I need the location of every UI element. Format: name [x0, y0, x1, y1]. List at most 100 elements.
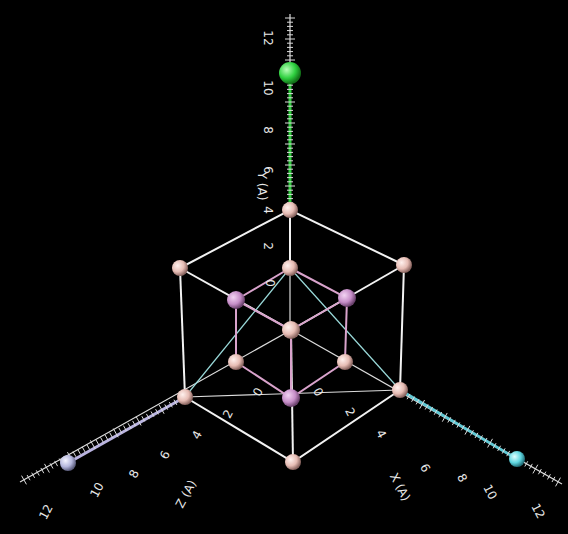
axis-tick [287, 97, 293, 98]
axis-tick [113, 429, 118, 438]
axis-tick [285, 18, 295, 19]
axis-tick [287, 152, 293, 153]
axis-tick [287, 190, 293, 191]
axis-tick [87, 444, 90, 449]
x-axis-tick-label: 8 [455, 472, 469, 484]
axis-tick [287, 198, 293, 199]
x-axis-tick-label: 2 [343, 406, 357, 418]
axis-tick [287, 93, 293, 94]
axis-tick [285, 165, 295, 166]
x-axis-tick-label: 10 [481, 482, 499, 501]
z-axis-tick-label: 8 [127, 468, 141, 480]
cube-edges [180, 210, 404, 462]
axis-tick [133, 421, 136, 426]
axis-tick [287, 139, 293, 140]
axis-tick [493, 443, 496, 448]
axis-tick [407, 394, 410, 399]
axis-tick [448, 417, 451, 422]
axis-tick [32, 473, 35, 478]
axis-tick [538, 469, 541, 474]
axis-tick [50, 463, 53, 468]
axis-tick [287, 118, 293, 119]
axis-tick [41, 468, 44, 473]
axis-tick [439, 412, 442, 417]
x-axis-tick-label: 12 [529, 501, 547, 520]
axis-tick [285, 102, 295, 103]
axis-tick [502, 448, 505, 453]
axes [20, 14, 562, 486]
axis-tick [461, 425, 464, 430]
axis-tick [498, 446, 501, 451]
axis-tick [119, 428, 122, 433]
axis-tick [488, 439, 493, 448]
axis-tick [442, 413, 447, 422]
axis-tick [285, 144, 295, 145]
axis-tick [525, 461, 528, 466]
axis-tick [82, 447, 85, 452]
axis-tick [73, 452, 76, 457]
axis-tick [452, 420, 455, 425]
atoms [60, 62, 525, 471]
axis-tick [287, 173, 293, 174]
axis-tick [457, 422, 460, 427]
axis-tick [105, 435, 108, 440]
axis-tick [174, 400, 177, 405]
z-axis-tick-label: 2 [221, 408, 235, 420]
axis-tick [287, 110, 293, 111]
axis-tick [123, 426, 126, 431]
axis-title: X (A) [388, 471, 412, 503]
axis-tick [507, 451, 510, 456]
axis-tick [425, 404, 428, 409]
axis-tick [547, 474, 550, 479]
axis-tick [287, 114, 293, 115]
axis-tick [169, 402, 172, 407]
y-axis-tick-label: 8 [262, 126, 274, 134]
axis-tick [287, 156, 293, 157]
z-axis-tick-label: 0 [251, 386, 265, 398]
axis-tick [416, 399, 419, 404]
axis-tick [165, 404, 168, 409]
x-axis-tick-label: 4 [374, 428, 388, 440]
axis-tick [287, 34, 293, 35]
axis-tick [556, 478, 561, 487]
axis-tick [529, 464, 532, 469]
axis-tick [412, 397, 415, 402]
axis-tick [287, 55, 293, 56]
axis-title: Z (A) [174, 478, 198, 510]
axis-tick [128, 423, 131, 428]
axis-tick [285, 186, 295, 187]
axis-tick [543, 472, 546, 477]
axis-tick [287, 169, 293, 170]
z-axis-tick-label: 10 [88, 480, 106, 499]
axis-tick [287, 135, 293, 136]
axis-tick [285, 60, 295, 61]
y-axis-tick-label: 0 [264, 279, 276, 287]
axis-tick [287, 51, 293, 52]
axis-tick [475, 433, 478, 438]
axis-tick [110, 433, 113, 438]
axis-tick [287, 148, 293, 149]
axis-tick [287, 22, 293, 23]
axis-tick [287, 181, 293, 182]
inner-bonds [236, 268, 347, 398]
axis-tick [96, 440, 99, 445]
axis-tick [430, 407, 433, 412]
axis-tick [27, 475, 30, 480]
y-axis-tick-label: 4 [262, 206, 274, 214]
axis-tick [287, 30, 293, 31]
axis-tick [44, 464, 49, 473]
axis-tick [146, 414, 149, 419]
axis-tick [287, 106, 293, 107]
z-axis-tick-label: 6 [158, 449, 172, 461]
axis-tick [36, 470, 39, 475]
axis-tick [287, 127, 293, 128]
y-axis-tick-label: 2 [262, 242, 274, 250]
axis-tick [159, 405, 164, 414]
axis-tick [287, 160, 293, 161]
axis-tick [136, 417, 141, 426]
axis-tick [533, 465, 538, 474]
y-axis-tick-label: 10 [262, 80, 274, 95]
axis-tick [285, 39, 295, 40]
axis-tick [484, 438, 487, 443]
